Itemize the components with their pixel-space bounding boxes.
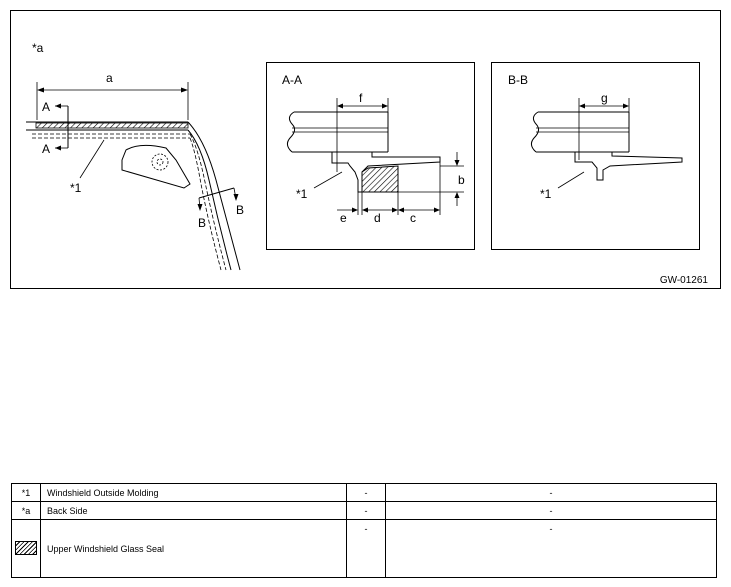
section-aa-title: A-A — [282, 73, 302, 87]
legend-col3: - — [346, 519, 386, 578]
legend-row: Upper Windshield Glass Seal - - — [11, 519, 717, 578]
dimension-d-label: d — [374, 211, 381, 225]
dimension-f-label: f — [359, 91, 363, 105]
dimension-a-label: a — [106, 71, 113, 85]
dimension-e-label: e — [340, 211, 347, 225]
legend-description: Windshield Outside Molding — [40, 483, 347, 502]
legend-table: *1 Windshield Outside Molding - - *a Bac… — [11, 483, 717, 578]
windshield-molding-figure: *a a A A *1 — [10, 10, 721, 289]
figure-code: GW-01261 — [660, 275, 709, 286]
legend-row: *1 Windshield Outside Molding - - — [11, 483, 717, 502]
hatch-pattern-icon — [15, 540, 37, 555]
legend-col4: - — [385, 483, 717, 502]
legend-col4: - — [385, 501, 717, 520]
dimension-b-label: b — [458, 173, 465, 187]
section-b-right-label: B — [236, 203, 244, 217]
hatched-seal-section — [361, 165, 399, 193]
dimension-g-label: g — [601, 91, 608, 105]
legend-col3: - — [346, 483, 386, 502]
section-b-left-label: B — [198, 216, 206, 230]
section-a-bottom-label: A — [42, 142, 50, 156]
figure-border — [10, 10, 721, 289]
legend-description: Back Side — [40, 501, 347, 520]
back-side-label: *a — [32, 41, 44, 55]
section-a-top-label: A — [42, 100, 50, 114]
legend-key-swatch — [11, 519, 41, 578]
section-aa-panel: A-A f b — [266, 62, 475, 250]
callout-1-bb: *1 — [540, 187, 552, 201]
hatched-seal-strip — [35, 122, 189, 129]
legend-col4: - — [385, 519, 717, 578]
legend-key: *a — [11, 501, 41, 520]
callout-1-main: *1 — [70, 181, 82, 195]
main-view: a A A *1 B B — [26, 71, 244, 271]
section-bb-title: B-B — [508, 73, 528, 87]
legend-description: Upper Windshield Glass Seal — [40, 519, 347, 578]
dimension-c-label: c — [410, 211, 416, 225]
legend-key: *1 — [11, 483, 41, 502]
section-bb-panel: B-B g *1 — [491, 62, 700, 250]
legend-row: *a Back Side - - — [11, 501, 717, 520]
callout-1-aa: *1 — [296, 187, 308, 201]
legend-col3: - — [346, 501, 386, 520]
